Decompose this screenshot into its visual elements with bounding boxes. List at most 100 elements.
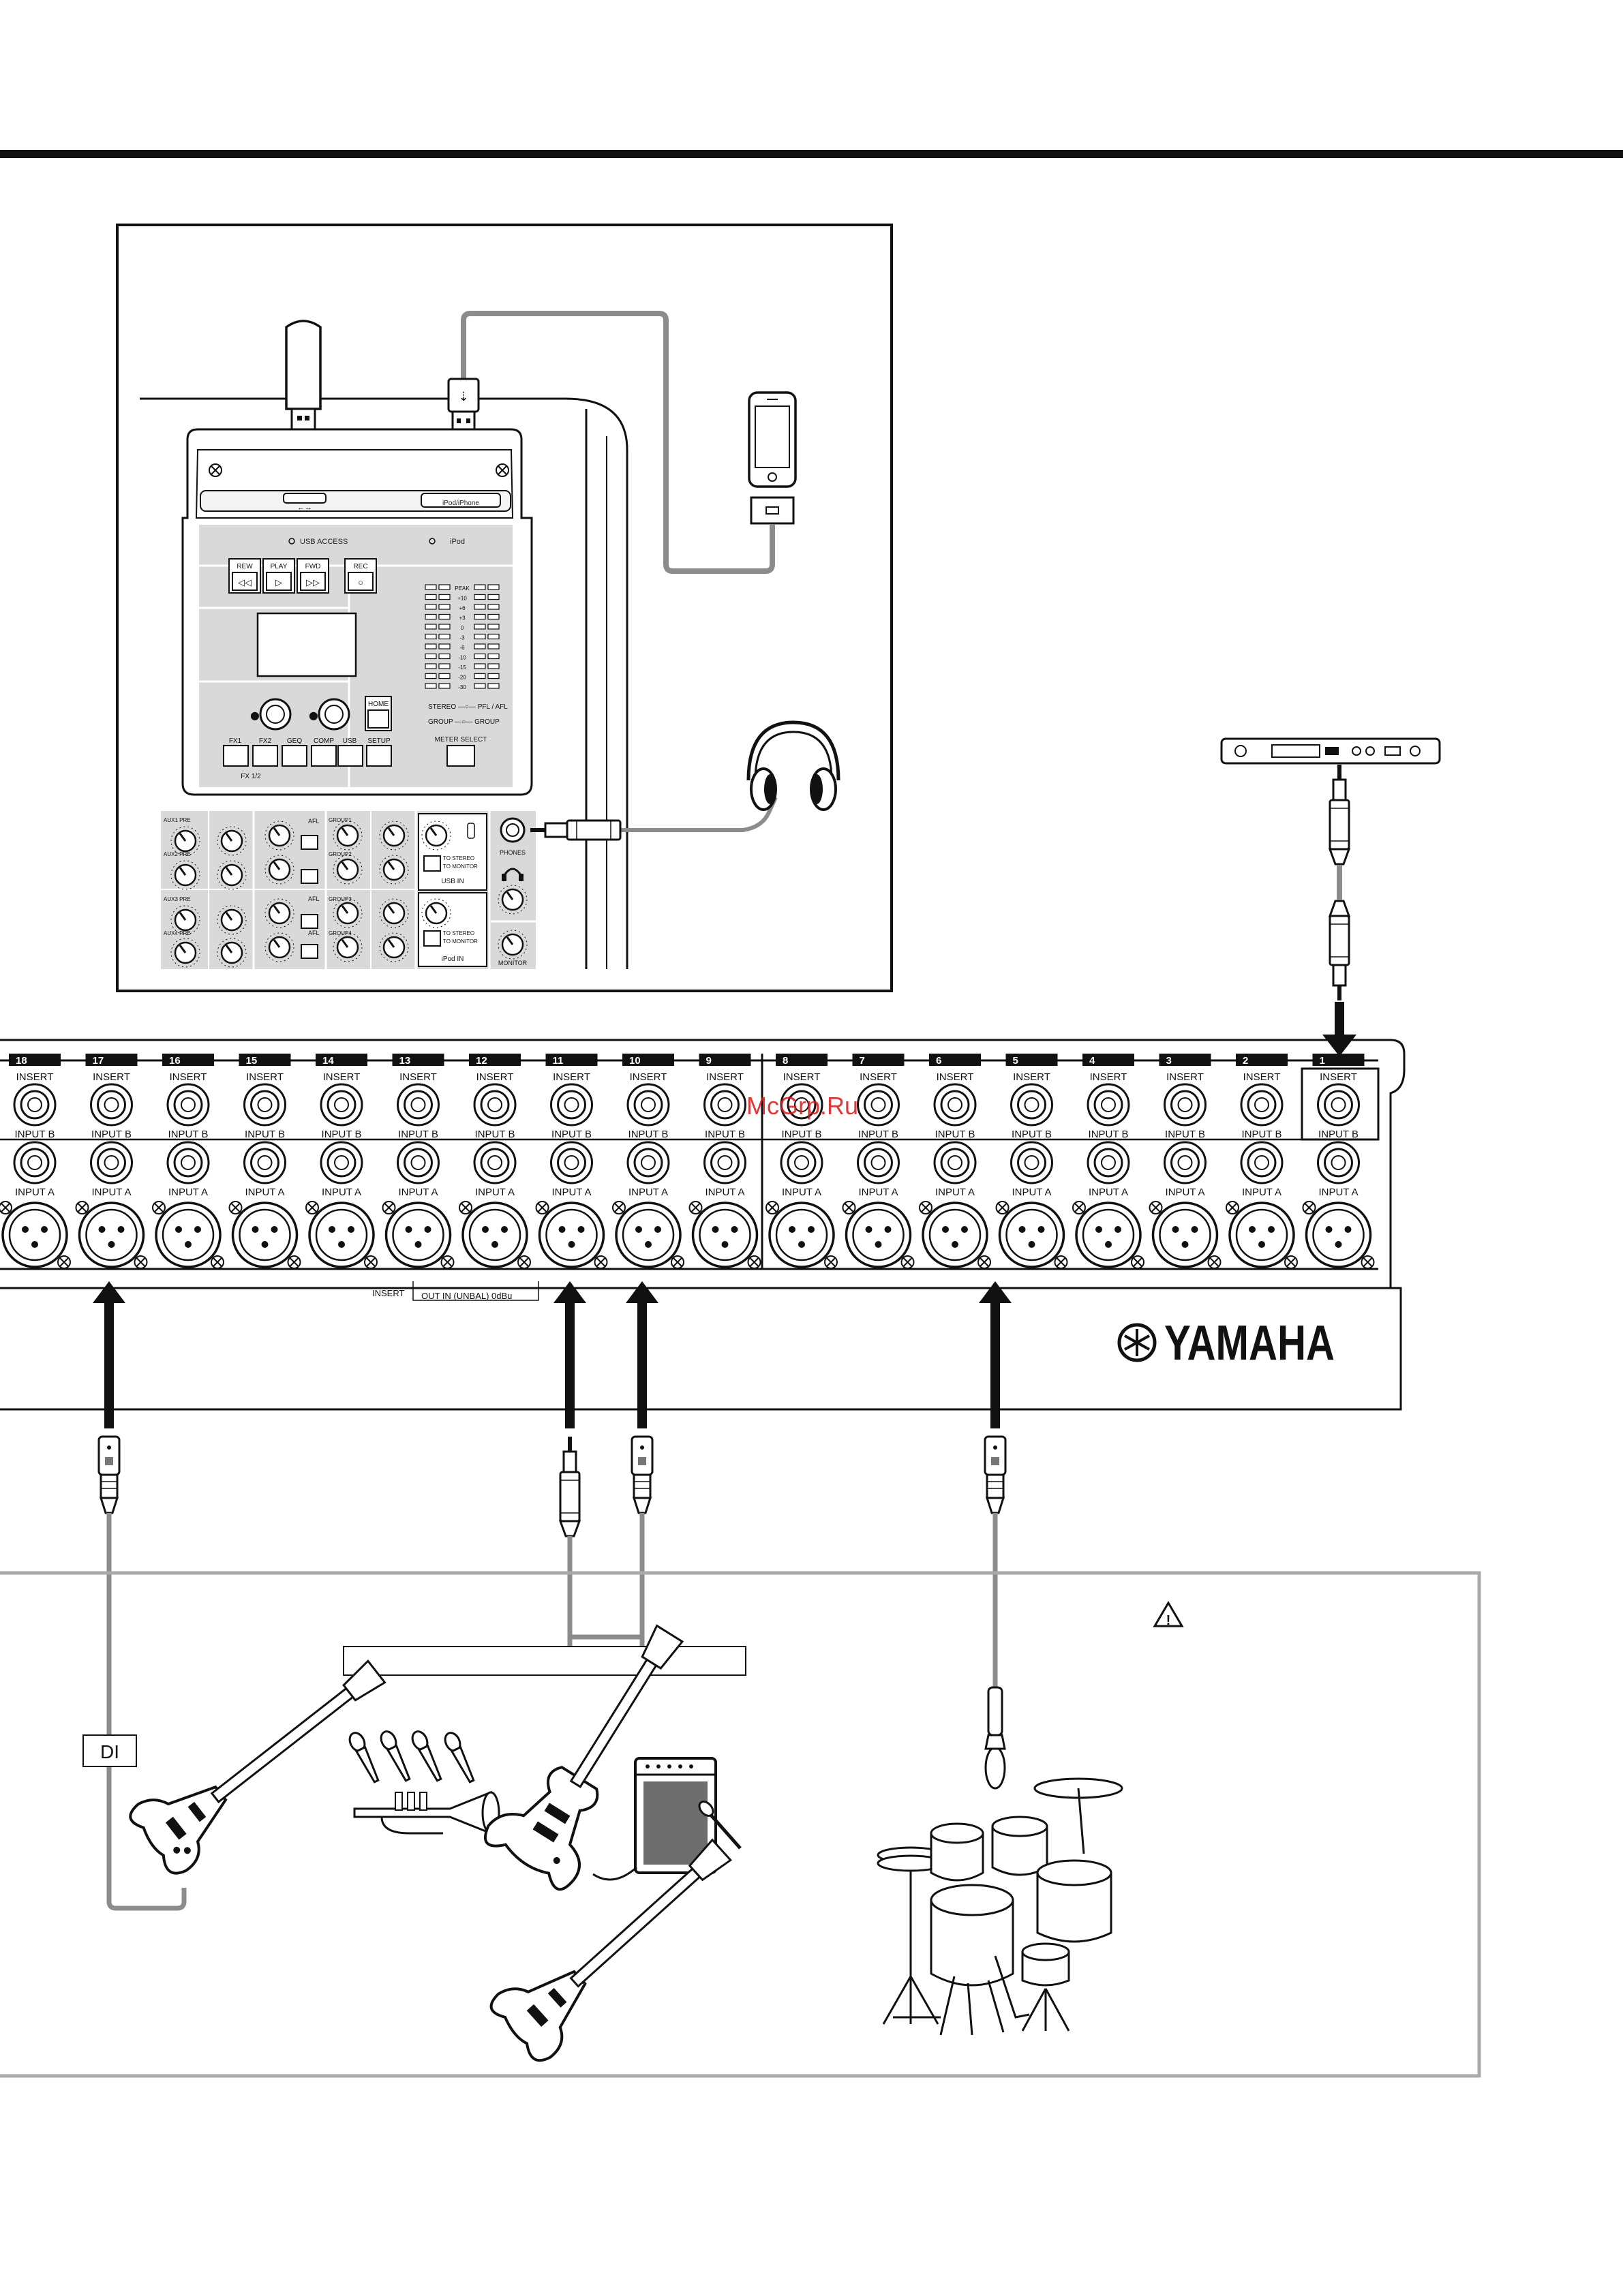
insert-jack[interactable] bbox=[626, 1083, 670, 1127]
input-a-xlr-jack[interactable] bbox=[1075, 1201, 1142, 1268]
input-a-xlr-jack[interactable] bbox=[231, 1201, 299, 1268]
input-b-jack[interactable] bbox=[13, 1141, 57, 1184]
input-a-label: INPUT A bbox=[91, 1187, 131, 1198]
fwd-button[interactable] bbox=[300, 572, 326, 591]
meter-led bbox=[425, 624, 437, 630]
insert-jack[interactable] bbox=[857, 1083, 900, 1127]
afl-button-3[interactable] bbox=[301, 914, 318, 929]
input-b-jack[interactable] bbox=[1317, 1141, 1360, 1184]
input-a-xlr-jack[interactable] bbox=[922, 1201, 988, 1268]
input-b-jack[interactable] bbox=[243, 1141, 286, 1184]
afl-button-2[interactable] bbox=[301, 869, 318, 884]
afl-button-1[interactable] bbox=[301, 835, 318, 850]
input-a-xlr-jack[interactable] bbox=[615, 1201, 682, 1268]
input-b-jack[interactable] bbox=[397, 1141, 440, 1184]
guitar-amplifier bbox=[592, 1757, 742, 1881]
ipod-in-switch[interactable] bbox=[423, 930, 441, 947]
insert-jack[interactable] bbox=[1010, 1083, 1053, 1127]
input-a-xlr-jack[interactable] bbox=[1, 1201, 68, 1268]
setup-button[interactable] bbox=[366, 745, 392, 767]
meter-scale-label: -10 bbox=[458, 655, 466, 661]
input-a-xlr-jack[interactable] bbox=[1305, 1201, 1372, 1268]
input-b-jack[interactable] bbox=[857, 1141, 900, 1184]
input-a-xlr-jack[interactable] bbox=[538, 1201, 605, 1268]
input-b-jack[interactable] bbox=[1240, 1141, 1284, 1184]
insert-label: INSERT bbox=[937, 1071, 974, 1083]
aux2-label: AUX2 PRE bbox=[164, 851, 191, 857]
insert-jack[interactable] bbox=[550, 1083, 593, 1127]
input-a-label: INPUT A bbox=[398, 1187, 438, 1198]
insert-jack[interactable] bbox=[933, 1083, 977, 1127]
input-a-xlr-jack[interactable] bbox=[691, 1201, 759, 1268]
input-a-xlr-jack[interactable] bbox=[768, 1201, 835, 1268]
fx2-button[interactable] bbox=[252, 745, 278, 767]
input-b-label: INPUT B bbox=[168, 1129, 209, 1140]
insert-jack[interactable] bbox=[1087, 1083, 1130, 1127]
screw-icon bbox=[1149, 1201, 1163, 1214]
insert-jack[interactable] bbox=[703, 1083, 746, 1127]
usb-in-switch[interactable] bbox=[423, 855, 441, 872]
input-b-jack[interactable] bbox=[90, 1141, 133, 1184]
input-b-jack[interactable] bbox=[780, 1141, 823, 1184]
screw-icon bbox=[382, 1201, 396, 1214]
geq-button[interactable] bbox=[282, 745, 307, 767]
input-a-xlr-jack[interactable] bbox=[155, 1201, 222, 1268]
input-a-xlr-jack[interactable] bbox=[1151, 1201, 1219, 1268]
fx1-button[interactable] bbox=[223, 745, 249, 767]
insert-jack[interactable] bbox=[13, 1083, 57, 1127]
ipod-cable bbox=[461, 311, 775, 574]
insert-jack[interactable] bbox=[473, 1083, 517, 1127]
input-b-jack[interactable] bbox=[550, 1141, 593, 1184]
ipod-indicator-label: iPod bbox=[450, 538, 465, 546]
input-a-xlr-jack[interactable] bbox=[1228, 1201, 1295, 1268]
rew-button[interactable] bbox=[232, 572, 258, 591]
usb-button[interactable] bbox=[337, 745, 363, 767]
input-b-jack[interactable] bbox=[703, 1141, 746, 1184]
input-b-jack[interactable] bbox=[626, 1141, 670, 1184]
fwd-glyph: ▷▷ bbox=[306, 577, 320, 587]
channel-number: 18 bbox=[16, 1055, 27, 1067]
console-edge bbox=[140, 397, 628, 969]
transport-fwd: FWD ▷▷ bbox=[297, 558, 329, 594]
comp-button[interactable] bbox=[311, 745, 337, 767]
input-a-xlr-jack[interactable] bbox=[845, 1201, 912, 1268]
insert-label: INSERT bbox=[170, 1071, 207, 1083]
input-a-xlr-jack[interactable] bbox=[998, 1201, 1065, 1268]
screw-icon bbox=[1072, 1201, 1086, 1214]
input-b-jack[interactable] bbox=[933, 1141, 977, 1184]
rec-label: REC bbox=[353, 563, 367, 570]
input-a-xlr-jack[interactable] bbox=[78, 1201, 145, 1268]
phones-jack[interactable] bbox=[500, 817, 526, 843]
insert-jack[interactable] bbox=[90, 1083, 133, 1127]
input-a-xlr-jack[interactable] bbox=[384, 1201, 452, 1268]
fx12-label: FX 1/2 bbox=[241, 773, 261, 780]
input-a-xlr-jack[interactable] bbox=[308, 1201, 375, 1268]
rew-label: REW bbox=[237, 563, 253, 570]
input-b-jack[interactable] bbox=[473, 1141, 517, 1184]
input-a-label: INPUT A bbox=[245, 1187, 284, 1198]
meter-led bbox=[438, 624, 451, 630]
insert-jack[interactable] bbox=[397, 1083, 440, 1127]
input-b-jack[interactable] bbox=[320, 1141, 363, 1184]
insert-jack[interactable] bbox=[1317, 1083, 1360, 1127]
input-b-jack[interactable] bbox=[1010, 1141, 1053, 1184]
input-b-jack[interactable] bbox=[166, 1141, 210, 1184]
screw-icon bbox=[152, 1201, 166, 1214]
insert-jack[interactable] bbox=[1240, 1083, 1284, 1127]
svg-text:⇣: ⇣ bbox=[458, 390, 468, 403]
meter-select-button[interactable] bbox=[446, 745, 475, 767]
insert-jack[interactable] bbox=[166, 1083, 210, 1127]
input-b-label: INPUT B bbox=[245, 1129, 285, 1140]
transport-rec: REC ○ bbox=[344, 558, 377, 594]
insert-jack[interactable] bbox=[243, 1083, 286, 1127]
insert-jack[interactable] bbox=[1164, 1083, 1207, 1127]
input-b-jack[interactable] bbox=[1164, 1141, 1207, 1184]
input-a-xlr-jack[interactable] bbox=[461, 1201, 528, 1268]
afl-button-4[interactable] bbox=[301, 944, 318, 959]
play-button[interactable] bbox=[266, 572, 292, 591]
home-button[interactable] bbox=[367, 709, 389, 729]
insert-jack[interactable] bbox=[320, 1083, 363, 1127]
rec-button[interactable] bbox=[348, 572, 374, 591]
insert-label: INSERT bbox=[246, 1071, 284, 1083]
input-b-jack[interactable] bbox=[1087, 1141, 1130, 1184]
